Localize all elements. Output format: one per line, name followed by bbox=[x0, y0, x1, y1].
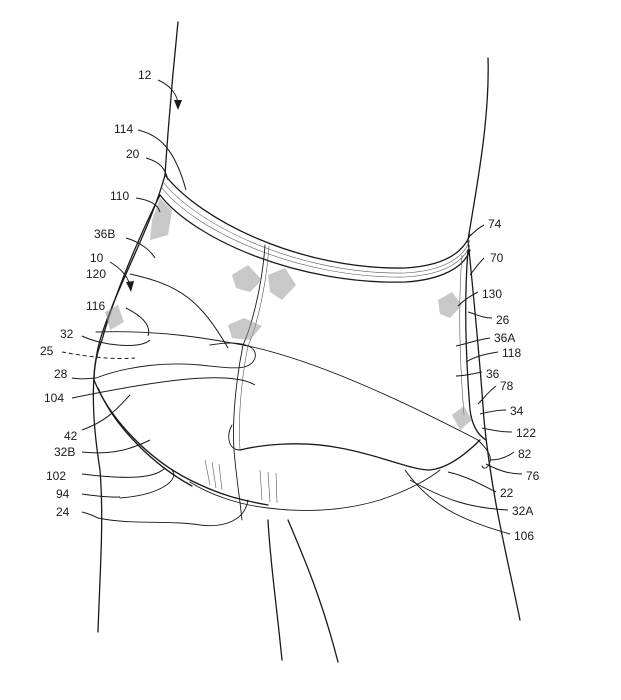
back-fold-line bbox=[96, 343, 255, 378]
ref-102: 102 bbox=[46, 469, 66, 483]
ref-106: 106 bbox=[514, 529, 534, 543]
ref-82: 82 bbox=[518, 447, 532, 461]
waistband-texture-1 bbox=[163, 182, 470, 273]
ref-94: 94 bbox=[56, 487, 70, 501]
rear-panel-bottom bbox=[240, 440, 480, 470]
zone-122 bbox=[452, 406, 472, 430]
ref-34: 34 bbox=[510, 404, 524, 418]
ref-70: 70 bbox=[490, 251, 504, 265]
leg-opening-inner bbox=[98, 388, 192, 486]
ref-12: 12 bbox=[138, 68, 152, 82]
ref-114: 114 bbox=[114, 122, 133, 136]
left-side-edge bbox=[94, 195, 160, 380]
ref-42: 42 bbox=[64, 429, 78, 443]
ref-20: 20 bbox=[126, 147, 140, 161]
reference-numerals: 12 114 20 110 36B 10 120 116 32 25 28 10… bbox=[40, 68, 540, 543]
ref-32B: 32B bbox=[54, 445, 75, 459]
zone-120b bbox=[268, 268, 296, 300]
left-leg-contour bbox=[268, 520, 282, 660]
zone-116 bbox=[105, 305, 124, 330]
zone-120 bbox=[232, 265, 262, 292]
ref-74: 74 bbox=[488, 217, 502, 231]
fastening-zones bbox=[105, 198, 472, 430]
waistband-lower-edge bbox=[160, 195, 470, 282]
ref-32A: 32A bbox=[512, 504, 533, 518]
ref-22: 22 bbox=[500, 486, 514, 500]
direction-arrows bbox=[110, 80, 182, 292]
ref-76: 76 bbox=[526, 469, 540, 483]
arrow-10-head bbox=[126, 281, 134, 292]
line-25 bbox=[62, 352, 135, 359]
ref-78: 78 bbox=[500, 379, 514, 393]
leg-curve-24 bbox=[98, 500, 248, 526]
rear-panel-curve bbox=[229, 425, 240, 450]
ref-120: 120 bbox=[86, 267, 106, 281]
ref-130: 130 bbox=[482, 287, 502, 301]
arrow-12-head bbox=[174, 100, 182, 110]
ref-122: 122 bbox=[516, 426, 536, 440]
leg-curve-94 bbox=[120, 470, 174, 498]
right-side-seam-stitch bbox=[460, 255, 464, 415]
ref-118: 118 bbox=[502, 346, 521, 360]
ref-32: 32 bbox=[60, 327, 74, 341]
body-outline bbox=[93, 22, 520, 662]
ref-24: 24 bbox=[56, 505, 70, 519]
crotch-contour bbox=[190, 470, 440, 510]
ref-110: 110 bbox=[110, 189, 129, 203]
ref-36B: 36B bbox=[94, 227, 115, 241]
ref-104: 104 bbox=[44, 391, 64, 405]
ref-28: 28 bbox=[54, 367, 68, 381]
ref-26: 26 bbox=[496, 313, 510, 327]
zone-center-front bbox=[228, 318, 262, 340]
fold-hatching bbox=[205, 460, 277, 503]
ref-116: 116 bbox=[86, 299, 105, 313]
ref-10: 10 bbox=[90, 251, 104, 265]
absorbent-article bbox=[62, 175, 490, 526]
right-leg-contour bbox=[288, 520, 338, 662]
leg-opening-outer bbox=[94, 380, 268, 505]
ref-36: 36 bbox=[486, 367, 500, 381]
front-fold-line bbox=[96, 332, 478, 440]
ref-36A: 36A bbox=[494, 331, 515, 345]
ref-25: 25 bbox=[40, 344, 54, 358]
